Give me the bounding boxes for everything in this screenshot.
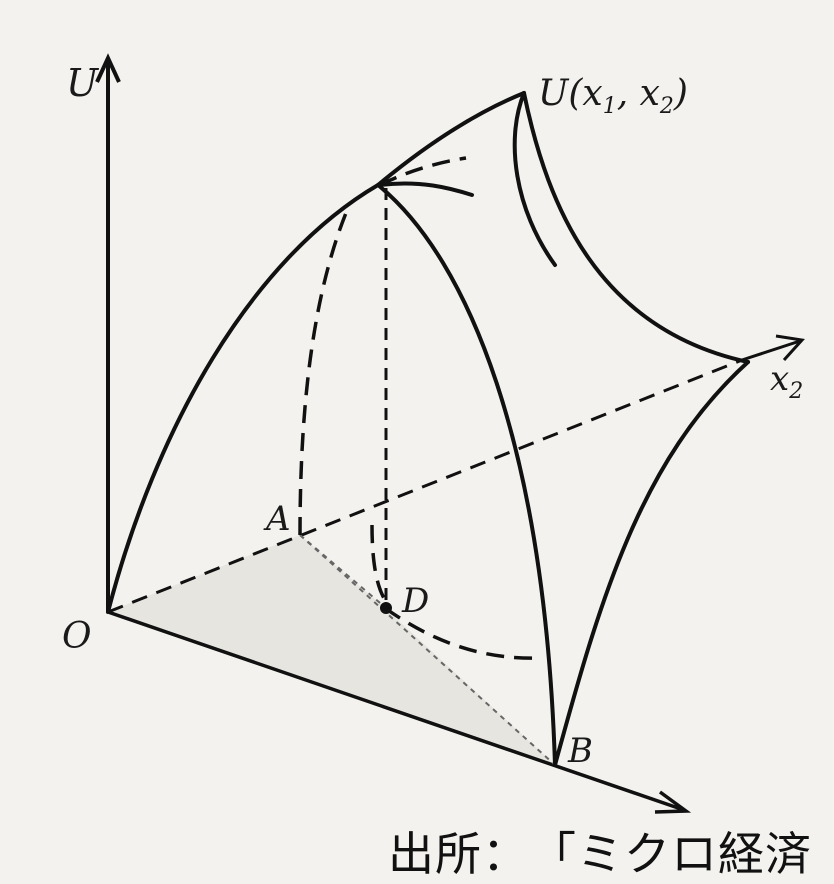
a-vertical-curve [298, 207, 350, 536]
d-vertical-curve [370, 524, 387, 601]
origin-label: O [62, 616, 92, 657]
surface-label: U(x1, x2) [538, 73, 688, 119]
base-diagonals [299, 534, 556, 766]
u-axis [95, 53, 121, 612]
dashed-contours [298, 156, 541, 660]
point-d-label: D [401, 581, 429, 621]
x2-axis-label: x2 [770, 359, 803, 404]
point-d-dot [380, 602, 392, 614]
x2-axis [107, 334, 805, 614]
ridge-level-curve [378, 181, 474, 197]
back-right-edge [522, 91, 750, 364]
top-edge [376, 91, 526, 187]
base-shading [108, 535, 555, 765]
d-contour [383, 606, 541, 660]
back-inner-edge [512, 91, 557, 267]
point-b-label: B [567, 731, 593, 771]
right-front-edge [553, 360, 750, 767]
front-left-edge [106, 183, 380, 614]
surface-outline [106, 91, 750, 767]
x1-axis [107, 610, 692, 814]
source-caption: 出所： 「ミクロ経済 [388, 827, 812, 881]
u-axis-label: U [66, 61, 100, 105]
front-ridge-to-b [376, 183, 557, 767]
point-a-label: A [263, 499, 291, 539]
top-dashed-curve [379, 156, 467, 187]
